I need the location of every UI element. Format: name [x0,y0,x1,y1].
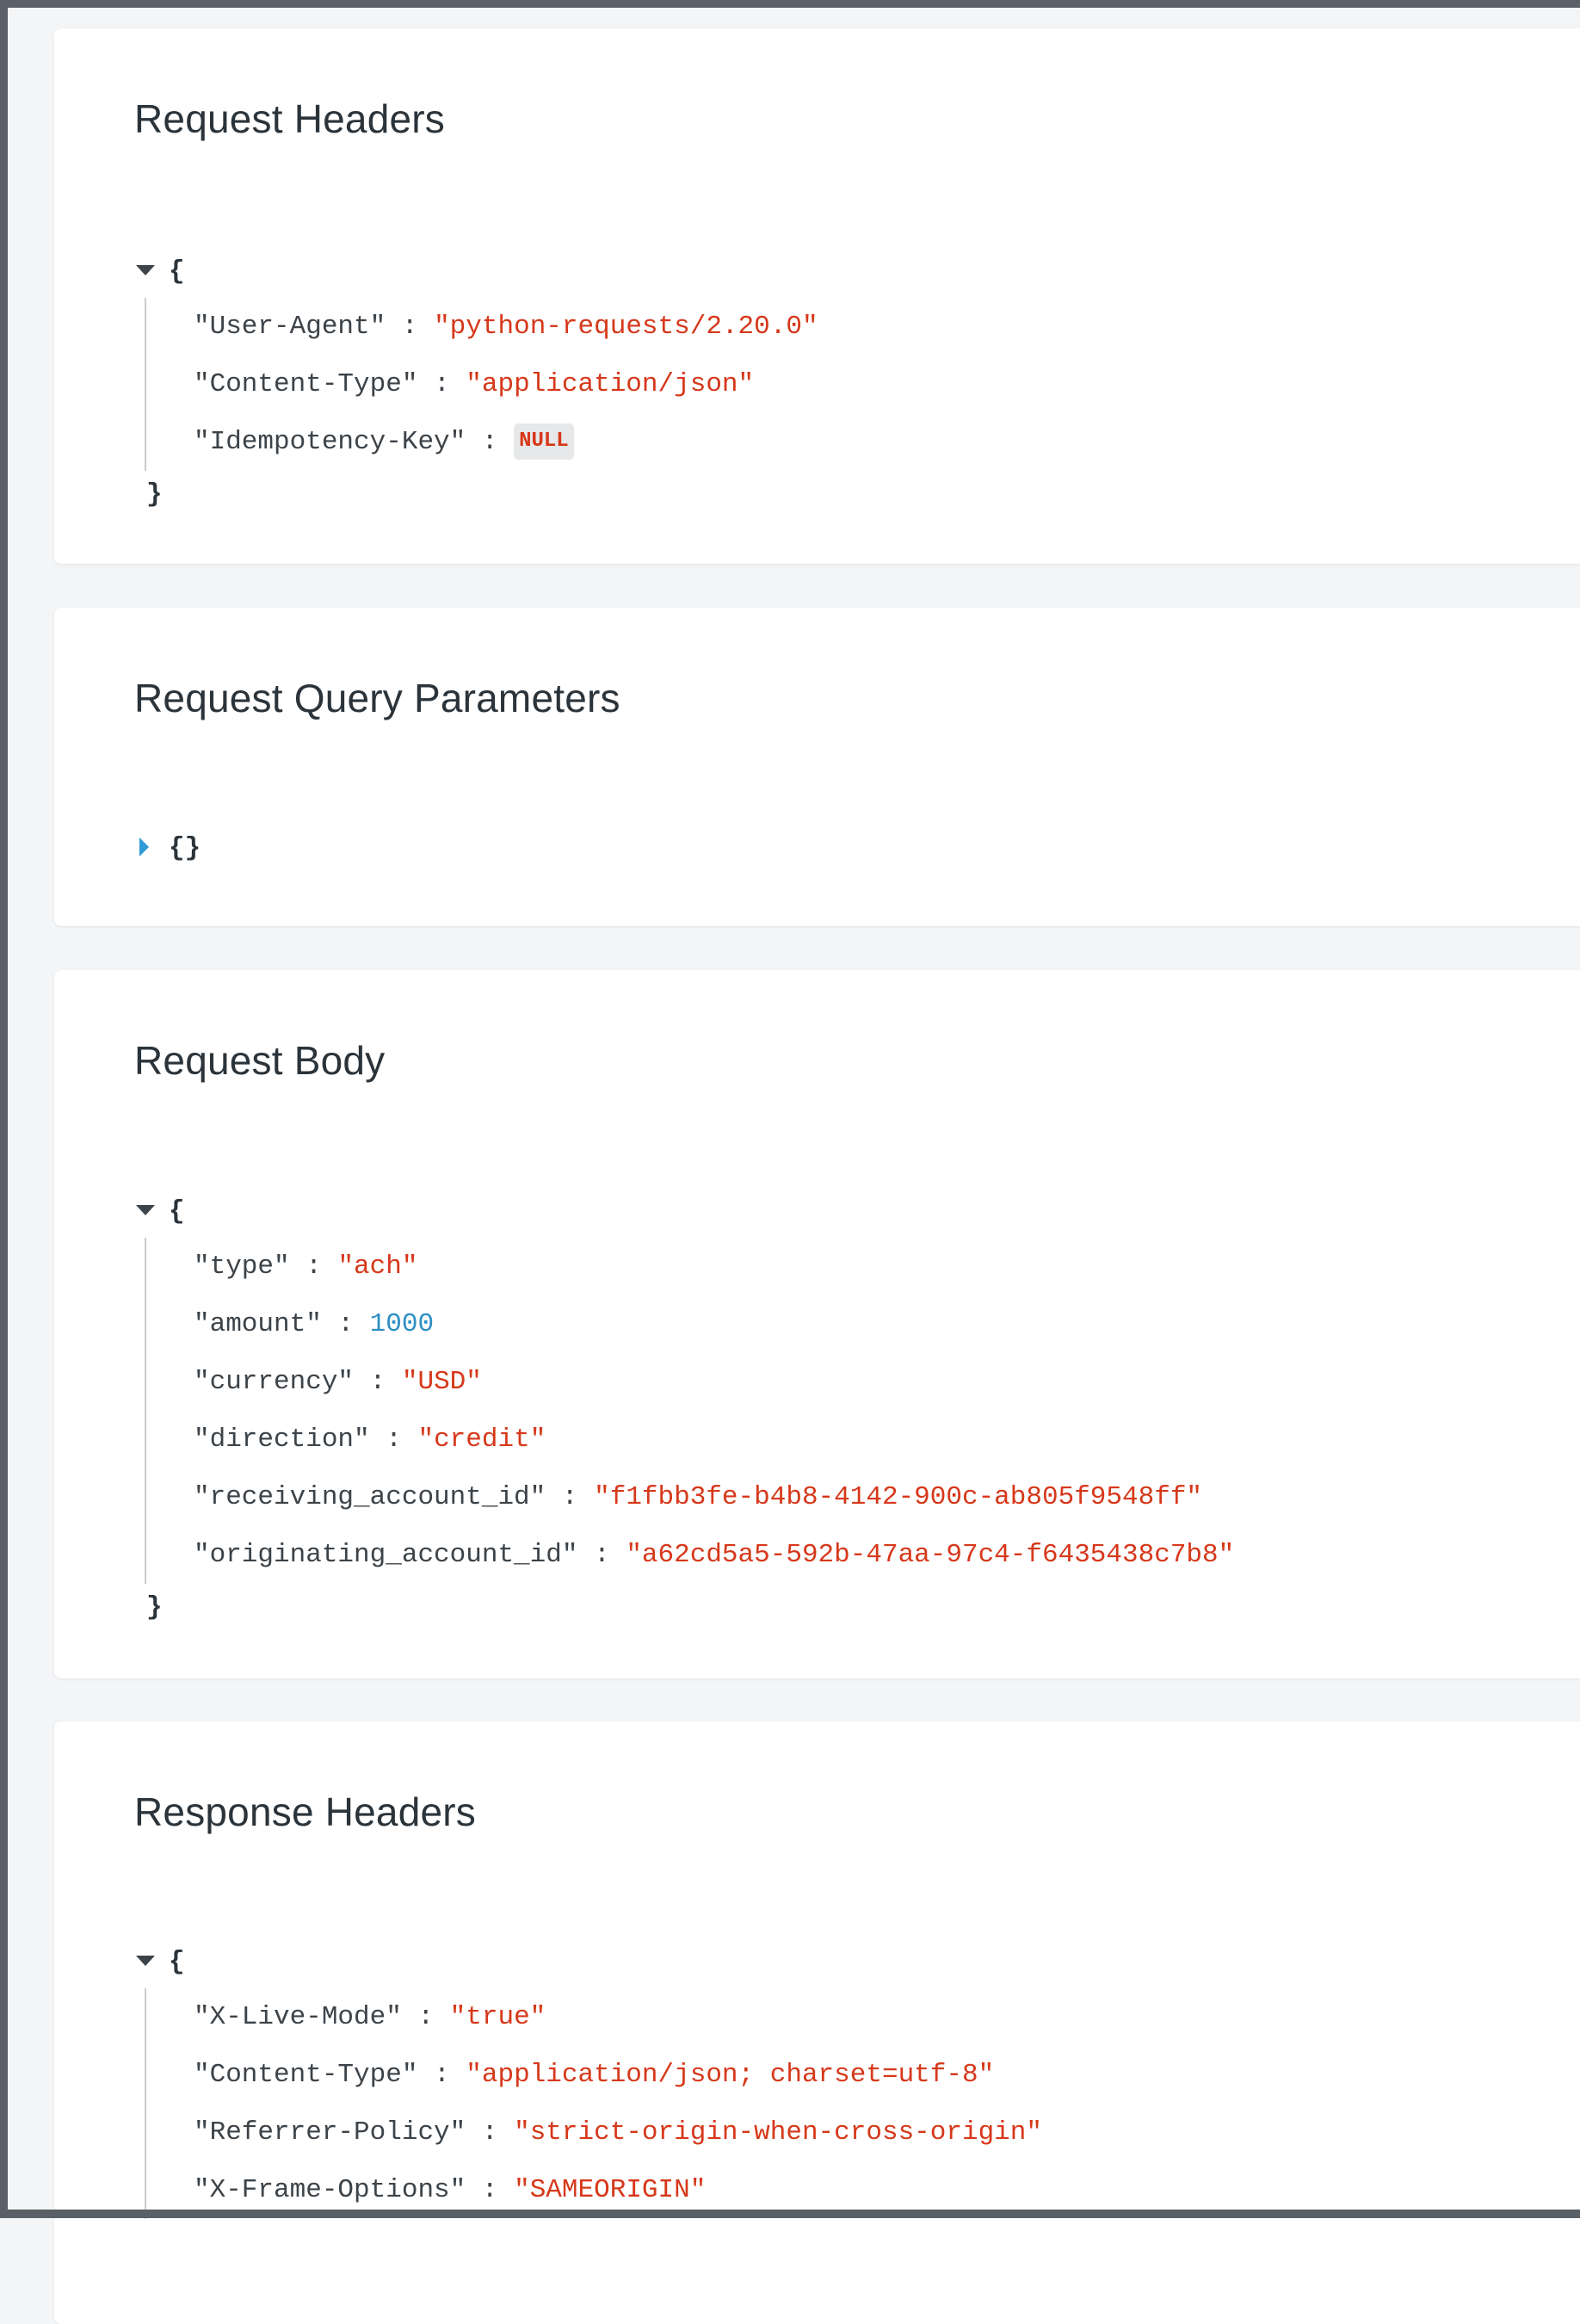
request-headers-title: Request Headers [134,96,445,141]
expand-toggle-icon[interactable] [134,835,160,861]
json-key: "receiving_account_id" [194,1482,546,1512]
request-query-parameters-title: Request Query Parameters [134,676,620,720]
json-entry: "amount" : 1000 [194,1295,1234,1353]
window-frame-top [0,0,1580,8]
close-brace: } [146,479,163,510]
json-string-value: "python-requests/2.20.0" [434,312,818,342]
json-colon: : [481,2117,498,2148]
json-string-value: "application/json" [466,369,755,399]
close-brace: } [146,1592,163,1622]
collapsed-object: {} [169,833,201,863]
json-string-value: "USD" [401,1367,482,1397]
triangle-down-icon [136,265,155,275]
json-number-value: 1000 [369,1309,435,1339]
request-query-parameters-panel: Request Query Parameters {} [54,608,1580,926]
json-key: "direction" [194,1425,370,1455]
json-open-line: { [134,246,818,298]
json-entry: "originating_account_id" : "a62cd5a5-592… [194,1526,1234,1584]
request-headers-json: { "User-Agent" : "python-requests/2.20.0… [134,246,818,518]
request-body-title: Request Body [134,1038,386,1083]
json-open-line: { [134,1937,1042,1988]
request-body-panel: Request Body { "type" : "ach" "amount" :… [54,970,1580,1678]
json-colon: : [337,1309,355,1339]
triangle-down-icon [136,1956,155,1966]
json-colon: : [306,1252,322,1282]
json-colon: : [561,1482,578,1512]
json-string-value: "a62cd5a5-592b-47aa-97c4-f6435438c7b8" [626,1540,1235,1570]
json-colon: : [594,1540,610,1570]
json-colon: : [386,1425,402,1455]
json-colon: : [434,2060,450,2090]
json-entry: "X-Frame-Options" : "SAMEORIGIN" [194,2161,1042,2219]
json-entries: "User-Agent" : "python-requests/2.20.0" … [145,298,818,471]
open-brace: { [169,257,185,287]
response-headers-json: { "X-Live-Mode" : "true" "Content-Type" … [134,1937,1042,2219]
json-entry: "Content-Type" : "application/json; char… [194,2046,1042,2104]
json-key: "User-Agent" [194,312,386,342]
json-string-value: "f1fbb3fe-b4b8-4142-900c-ab805f9548ff" [594,1482,1203,1512]
json-entry: "Idempotency-Key" : NULL [194,413,818,471]
json-colon: : [434,369,450,399]
json-entries: "type" : "ach" "amount" : 1000 "currency… [145,1238,1234,1584]
collapse-toggle-icon[interactable] [134,1949,160,1975]
json-colon: : [401,312,418,342]
json-string-value: "ach" [337,1252,418,1282]
response-headers-panel: Response Headers { "X-Live-Mode" : "true… [54,1721,1580,2324]
json-colon: : [369,1367,386,1397]
json-key: "originating_account_id" [194,1540,578,1570]
json-key: "Content-Type" [194,2060,418,2090]
json-key: "type" [194,1252,290,1282]
collapse-toggle-icon[interactable] [134,1198,160,1224]
json-entry: "Content-Type" : "application/json" [194,355,818,413]
json-key: "amount" [194,1309,322,1339]
json-string-value: "strict-origin-when-cross-origin" [514,2117,1042,2148]
response-headers-title: Response Headers [134,1789,476,1834]
json-string-value: "true" [449,2002,546,2032]
request-headers-panel: Request Headers { "User-Agent" : "python… [54,28,1580,564]
json-colon: : [481,2175,498,2205]
open-brace: { [169,1196,185,1227]
json-string-value: "SAMEORIGIN" [514,2175,707,2205]
json-open-line: { [134,1186,1234,1238]
window-frame-left [0,0,8,2218]
json-key: "X-Frame-Options" [194,2175,466,2205]
json-key: "Referrer-Policy" [194,2117,466,2148]
null-badge: NULL [514,423,574,460]
json-key: "currency" [194,1367,355,1397]
json-string-value: "application/json; charset=utf-8" [466,2060,995,2090]
window-frame-bottom [0,2210,1580,2218]
json-entry: "receiving_account_id" : "f1fbb3fe-b4b8-… [194,1468,1234,1526]
json-colon: : [481,427,498,457]
open-brace: { [169,1947,185,1977]
json-key: "Idempotency-Key" [194,427,466,457]
json-string-value: "credit" [417,1425,546,1455]
json-entry: "X-Live-Mode" : "true" [194,1988,1042,2046]
json-entry: "direction" : "credit" [194,1411,1234,1468]
json-entry: "currency" : "USD" [194,1353,1234,1411]
json-entry: "Referrer-Policy" : "strict-origin-when-… [194,2104,1042,2161]
json-key: "Content-Type" [194,369,418,399]
json-entry: "User-Agent" : "python-requests/2.20.0" [194,298,818,355]
json-colon: : [417,2002,435,2032]
json-entry: "type" : "ach" [194,1238,1234,1295]
json-key: "X-Live-Mode" [194,2002,402,2032]
triangle-right-icon [139,838,149,856]
triangle-down-icon [136,1205,155,1215]
collapse-toggle-icon[interactable] [134,258,160,284]
request-body-json: { "type" : "ach" "amount" : 1000 "curren… [134,1186,1234,1631]
json-entries: "X-Live-Mode" : "true" "Content-Type" : … [145,1988,1042,2219]
